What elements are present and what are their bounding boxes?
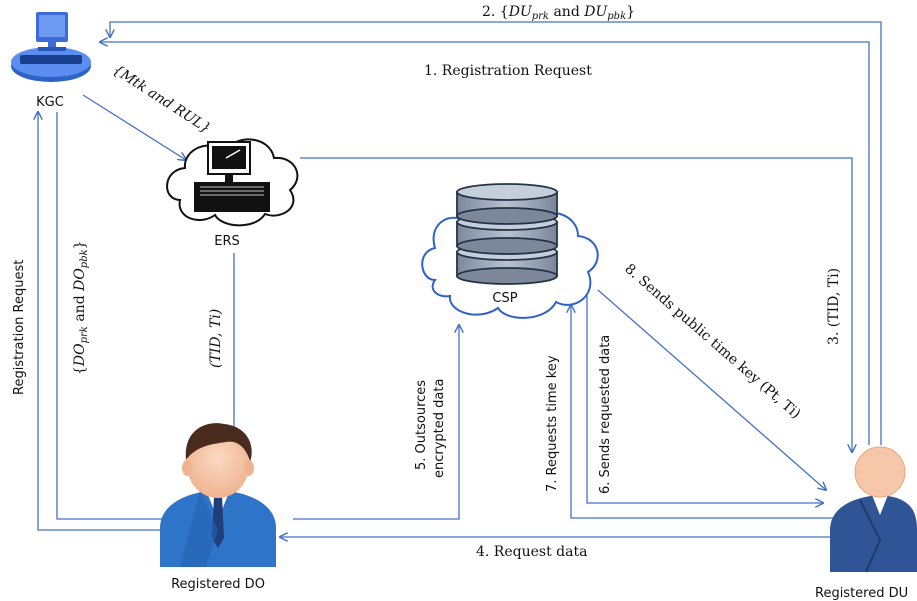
data-user-person-icon — [830, 446, 917, 573]
edge-3-label: 3. (TID, Ti) — [826, 268, 842, 345]
ers-label: ERS — [214, 234, 240, 249]
edge-6-label: 6. Sends requested data — [598, 335, 613, 494]
edge-mtk-label: {Mtk and RUL} — [110, 62, 214, 137]
edge-5-label-line1: 5. Outsources — [414, 380, 429, 470]
database-icon — [456, 183, 558, 285]
du-label: Registered DU — [815, 586, 908, 601]
data-owner-person-icon — [160, 423, 276, 567]
kgc-label: KGC — [36, 95, 64, 110]
edge-2-du-keys — [110, 21, 882, 445]
edge-kgc-ers — [82, 94, 186, 160]
edge-7-label: 7. Requests time key — [545, 355, 560, 492]
ers-computer-icon — [194, 141, 270, 212]
flow-arrows — [38, 21, 882, 537]
edge-1-registration — [100, 42, 870, 445]
edge-8-label: 8. Sends public time key (Pt, Ti) — [621, 261, 803, 422]
edge-5-label-line2: encrypted data — [432, 379, 447, 478]
ers-do-tid-label: (TID, Ti) — [208, 309, 224, 368]
kgc-computer-icon — [11, 12, 91, 82]
edge-4-label: 4. Request data — [476, 544, 587, 560]
edge-3-ers-du — [300, 157, 852, 452]
edge-kgc-do — [56, 112, 172, 519]
edge-6-csp-du — [586, 293, 823, 503]
edge-7-du-csp — [571, 305, 838, 519]
registration-request-label: Registration Request — [12, 260, 27, 395]
do-label: Registered DO — [171, 577, 265, 592]
edge-2-label: 2. {DUprk and DUpbk} — [482, 4, 635, 22]
edge-1-label: 1. Registration Request — [424, 63, 592, 79]
csp-label: CSP — [492, 291, 517, 306]
do-keys-label: {DOprk and DOpbk} — [72, 240, 90, 375]
edge-8-csp-du — [597, 289, 826, 490]
edge-5-do-csp — [293, 325, 459, 520]
edge-do-kgc — [38, 112, 168, 531]
